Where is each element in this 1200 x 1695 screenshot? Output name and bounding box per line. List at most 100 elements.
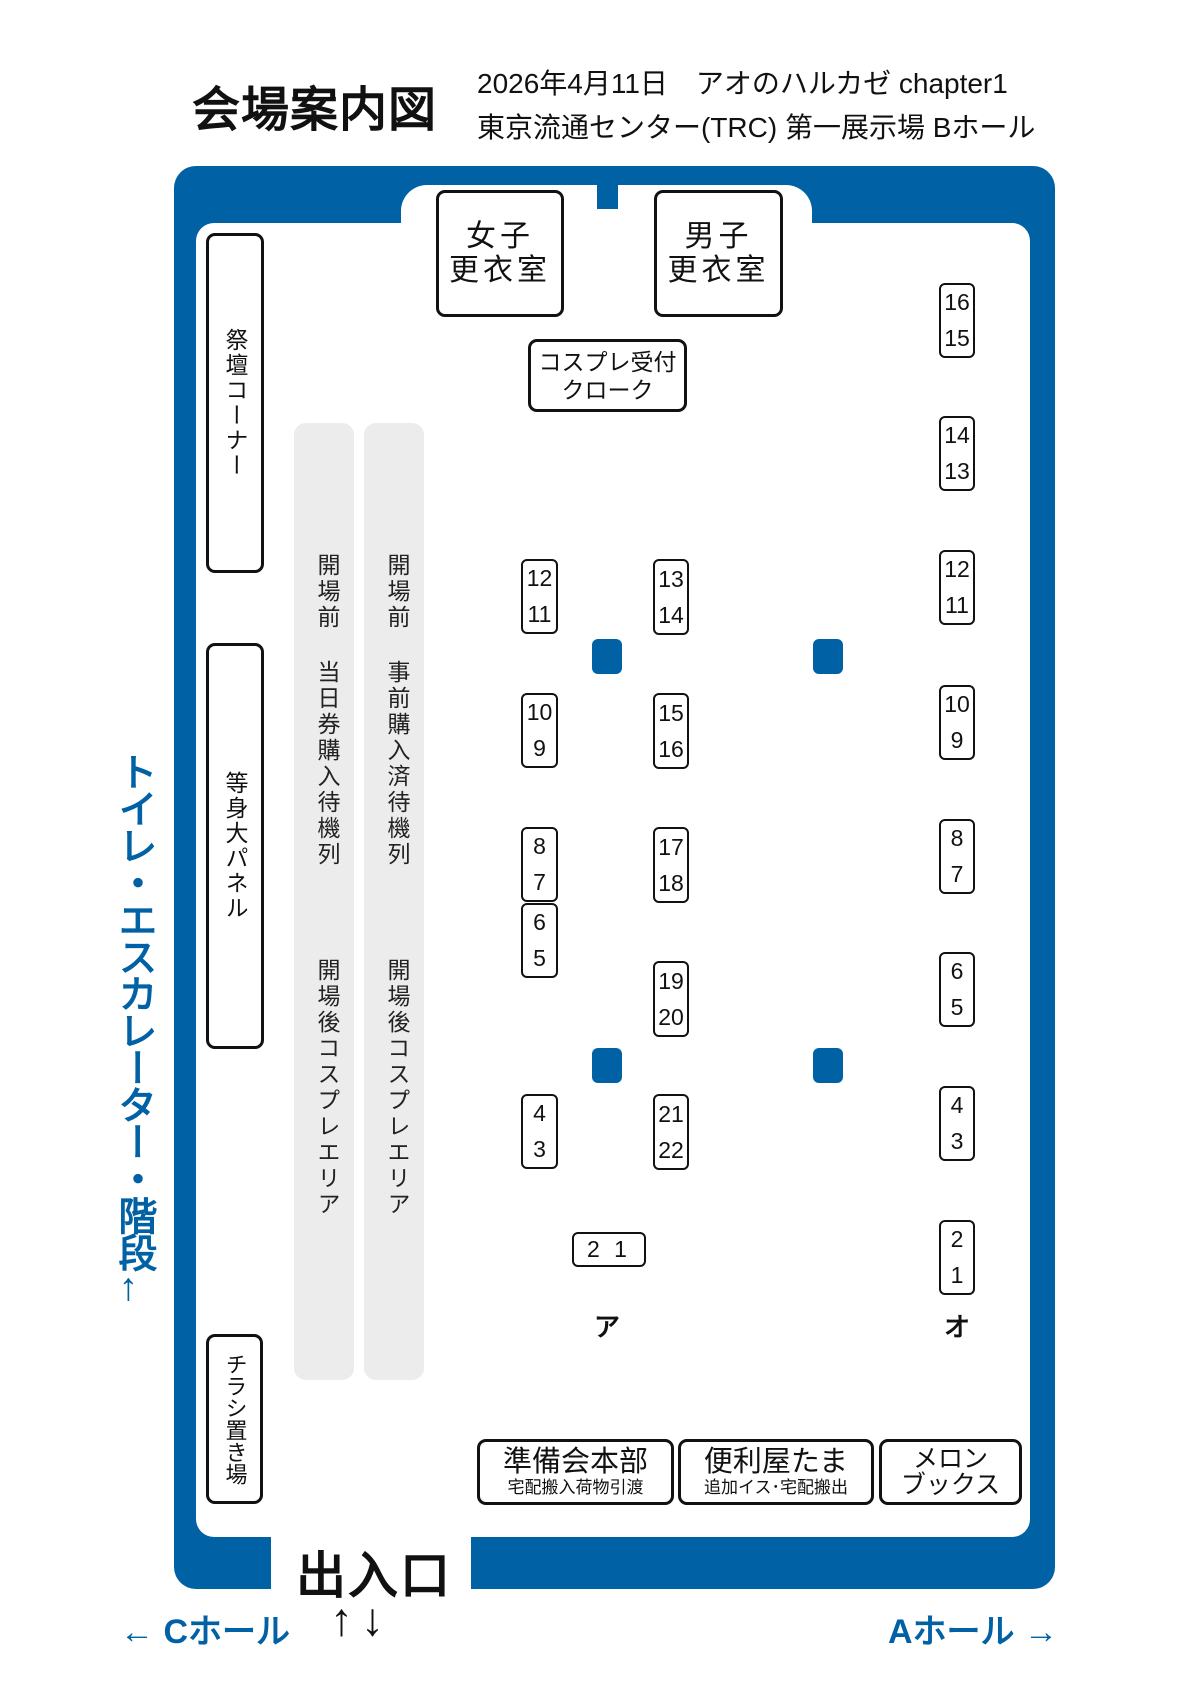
womens-room-line1: 女子 <box>466 219 534 253</box>
desk-number: 16 <box>658 735 684 762</box>
queue2-after-text: 開場後コスプレエリア <box>384 958 410 1218</box>
page-title: 会場案内図 <box>192 84 438 137</box>
exit-label: 出入口 <box>296 1548 452 1604</box>
desk-number: 17 <box>658 833 684 860</box>
left-arrow-icon: ← <box>113 1270 156 1307</box>
event-line: 2026年4月11日 アオのハルカゼ chapter1 <box>477 68 1008 99</box>
queue1-after-text: 開場後コスプレエリア <box>314 958 340 1218</box>
desk-number: 1 <box>950 1261 964 1288</box>
desk-number: 5 <box>533 944 546 971</box>
desk-number: 12 <box>526 565 553 592</box>
altar-label: 祭壇コーナー <box>222 328 248 478</box>
desk-number: 22 <box>658 1136 684 1163</box>
desk-number: 8 <box>950 825 964 852</box>
desk-number: 18 <box>658 869 684 896</box>
desk-number: 11 <box>527 600 552 627</box>
shop-subtitle: 追加イス･宅配搬出 <box>704 1477 848 1497</box>
womens-changing-room: 女子 更衣室 <box>436 190 564 317</box>
pillar <box>813 639 843 674</box>
desk-number: 10 <box>526 699 553 726</box>
shop-booth: 便利屋たま 追加イス･宅配搬出 <box>678 1439 874 1505</box>
desk-number: 2 <box>950 1226 964 1253</box>
desk-number: 20 <box>658 1003 684 1030</box>
queue2-before-text: 開場前 事前購入済待機列 <box>384 553 410 868</box>
venue-line: 東京流通センター(TRC) 第一展示場 Bホール <box>477 112 1036 143</box>
desk-number: 6 <box>533 909 546 936</box>
shop-title: 便利屋たま <box>703 1445 849 1478</box>
desk-number: 14 <box>658 601 684 628</box>
desk-number: 19 <box>658 967 684 994</box>
desk-number: 21 <box>658 1100 684 1127</box>
desk-number: 10 <box>944 691 970 718</box>
hq-title: 準備会本部 <box>502 1445 648 1478</box>
exit-opening <box>271 1530 471 1590</box>
altar-corner: 祭壇コーナー <box>206 233 264 573</box>
row-label-a: ア <box>594 1312 621 1342</box>
wall-tab <box>597 183 618 209</box>
row-label-o: オ <box>944 1312 971 1342</box>
life-size-panel: 等身大パネル <box>206 643 264 1049</box>
panel-label: 等身大パネル <box>222 771 248 921</box>
cosplay-reception: コスプレ受付 クローク <box>528 339 687 412</box>
desk-number: 13 <box>658 565 684 592</box>
c-hall-link[interactable]: ← Cホール <box>120 1613 290 1651</box>
desk-number: 4 <box>533 1100 546 1127</box>
melon-line1: メロン <box>912 1444 988 1473</box>
desk-number: 9 <box>533 734 546 761</box>
queue1-before-text: 開場前 当日券購入待機列 <box>314 553 340 868</box>
pillar <box>592 639 622 674</box>
desk-number: 6 <box>950 958 964 985</box>
exit-arrows-icon: ↑↓ <box>330 1593 392 1645</box>
desk-number: 5 <box>950 993 964 1020</box>
a-hall-link[interactable]: Aホール → <box>888 1613 1058 1651</box>
desk-number: 15 <box>944 324 970 351</box>
desk-number: 15 <box>658 699 684 726</box>
desk-number: 7 <box>533 868 546 895</box>
desk-number: 13 <box>944 457 970 484</box>
desk-number: 7 <box>950 860 964 887</box>
queue-column-prepaid <box>364 423 424 1380</box>
pillar <box>592 1048 622 1083</box>
desk-number: 11 <box>945 591 969 618</box>
desk-a-bottom: 2 1 <box>572 1232 646 1267</box>
desk-number: 16 <box>944 289 970 316</box>
desk-number: 2 1 <box>587 1236 631 1262</box>
flyer-label: チラシ置き場 <box>222 1353 248 1485</box>
cosplay-reception-line2: クローク <box>561 376 654 403</box>
desk-number: 9 <box>950 726 964 753</box>
mens-room-line2: 更衣室 <box>667 253 770 287</box>
flyer-area: チラシ置き場 <box>206 1334 263 1504</box>
cosplay-reception-line1: コスプレ受付 <box>538 348 677 375</box>
desk-number: 8 <box>533 833 546 860</box>
womens-room-line2: 更衣室 <box>449 253 551 287</box>
pillar <box>813 1048 843 1083</box>
desk-number: 3 <box>950 1127 964 1154</box>
desk-number: 4 <box>950 1092 964 1119</box>
queue-column-same-day <box>294 423 354 1380</box>
melon-books-booth: メロン ブックス <box>879 1439 1022 1505</box>
organizer-hq: 準備会本部 宅配搬入荷物引渡 <box>477 1439 674 1505</box>
melon-line2: ブックス <box>900 1471 1001 1499</box>
mens-room-line1: 男子 <box>684 219 753 253</box>
mens-changing-room: 男子 更衣室 <box>654 190 783 317</box>
restroom-escalator-stairs-direction[interactable]: トイレ・エスカレーター・階段← <box>113 752 156 1307</box>
desk-number: 14 <box>944 422 970 449</box>
